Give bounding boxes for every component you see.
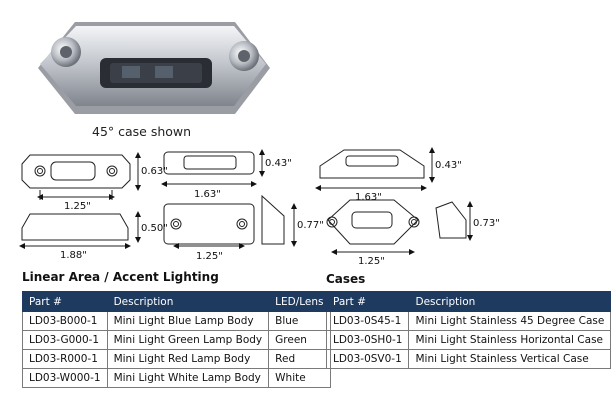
led-cell: White <box>268 368 331 388</box>
dim-d-label: 0.50" <box>141 223 168 234</box>
part-cell: LD03-G000-1 <box>22 330 108 350</box>
part-cell: LD03-0SV0-1 <box>325 349 410 369</box>
table-row: LD03-B000-1 Mini Light Blue Lamp Body Bl… <box>22 311 331 331</box>
table-row: LD03-0S45-1 Mini Light Stainless 45 Degr… <box>325 311 612 331</box>
lighting-col-part: Part # <box>22 291 108 312</box>
description-cell: Mini Light Stainless Horizontal Case <box>408 330 612 350</box>
part-cell: LD03-0SH0-1 <box>325 330 410 350</box>
lighting-title: Linear Area / Accent Lighting <box>22 270 219 284</box>
dim-k-label: 1.25" <box>358 256 385 266</box>
led-cell: Blue <box>268 311 331 331</box>
dim-b-label: 0.63" <box>141 166 168 177</box>
led-cell: Red <box>268 349 331 369</box>
part-cell: LD03-0S45-1 <box>325 311 410 331</box>
cases-title: Cases <box>326 272 366 286</box>
lighting-col-led: LED/Lens <box>268 291 331 312</box>
part-cell: LD03-B000-1 <box>22 311 108 331</box>
description-cell: Mini Light Stainless Vertical Case <box>408 349 612 369</box>
cases-header-row: Part # Description <box>325 291 612 312</box>
cases-col-description: Description <box>408 291 612 312</box>
product-photo <box>38 22 270 114</box>
dim-i-label: 1.63" <box>355 192 382 203</box>
dim-g-label: 1.25" <box>196 251 223 262</box>
dimension-drawings: 1.25" 0.63" 1.88" 0.50" 1.63" 0.43" 1.25… <box>19 147 500 266</box>
photo-caption: 45° case shown <box>92 124 192 139</box>
description-cell: Mini Light Stainless 45 Degree Case <box>408 311 612 331</box>
lighting-col-description: Description <box>106 291 270 312</box>
dim-c-label: 1.88" <box>60 250 87 261</box>
description-cell: Mini Light Green Lamp Body <box>106 330 270 350</box>
lighting-header-row: Part # Description LED/Lens <box>22 291 331 312</box>
table-row: LD03-0SV0-1 Mini Light Stainless Vertica… <box>325 349 612 369</box>
table-row: LD03-0SH0-1 Mini Light Stainless Horizon… <box>325 330 612 350</box>
dim-j-label: 0.43" <box>435 160 462 171</box>
table-row: LD03-R000-1 Mini Light Red Lamp Body Red <box>22 349 331 369</box>
part-cell: LD03-R000-1 <box>22 349 108 369</box>
description-cell: Mini Light Blue Lamp Body <box>106 311 270 331</box>
table-row: LD03-W000-1 Mini Light White Lamp Body W… <box>22 368 331 388</box>
dim-f-label: 0.43" <box>265 158 292 169</box>
dim-e-label: 1.63" <box>194 189 221 200</box>
cases-table: Part # Description LD03-0S45-1 Mini Ligh… <box>325 291 612 369</box>
lighting-table: Part # Description LED/Lens LD03-B000-1 … <box>22 291 331 388</box>
part-cell: LD03-W000-1 <box>22 368 108 388</box>
dim-h-label: 0.77" <box>297 220 324 231</box>
description-cell: Mini Light White Lamp Body <box>106 368 270 388</box>
table-row: LD03-G000-1 Mini Light Green Lamp Body G… <box>22 330 331 350</box>
dim-a-label: 1.25" <box>64 201 91 212</box>
dim-l-label: 0.73" <box>473 218 500 229</box>
description-cell: Mini Light Red Lamp Body <box>106 349 270 369</box>
cases-col-part: Part # <box>325 291 410 312</box>
led-cell: Green <box>268 330 331 350</box>
